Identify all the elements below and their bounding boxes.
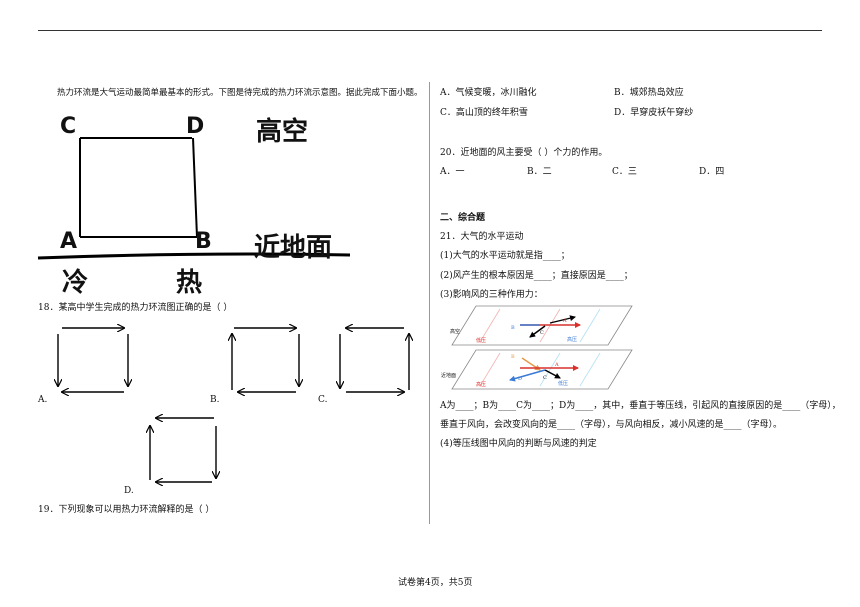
upper-label-c: C [540, 330, 544, 336]
lower-high-pressure: 高压 [476, 382, 487, 388]
page-footer: 试卷第4页，共5页 [398, 578, 473, 588]
label-b: B [195, 229, 212, 254]
label-hot: 热 [176, 268, 203, 298]
q18-option-d: D. [124, 486, 134, 496]
label-d: D [186, 114, 205, 139]
lower-plane-label: 近地面 [441, 373, 457, 379]
q19-stem: 19．下列现象可以用热力环流解释的是（ ） [38, 505, 215, 515]
q21-part1: (1)大气的水平运动就是指____； [440, 251, 570, 261]
upper-low-pressure: 低压 [476, 338, 487, 344]
q18-option-b: B. [210, 395, 220, 405]
q18-option-a: A. [38, 395, 48, 405]
q20-option-c: C．三 [612, 167, 637, 177]
upper-label-a: A [563, 318, 567, 324]
label-a: A [60, 229, 78, 254]
q21-part4: (4)等压线图中风向的判断与风速的判定 [440, 439, 597, 449]
intro-text: 热力环流是大气运动最简单最基本的形式。下图是待完成的热力环流示意图。据此完成下面… [57, 88, 423, 98]
q20-option-d: D．四 [699, 167, 725, 177]
lower-low-pressure: 低压 [558, 381, 569, 387]
column-divider [429, 82, 430, 524]
label-near-ground: 近地面 [254, 233, 333, 263]
upper-plane-label: 高空 [450, 329, 461, 335]
header-rule [38, 30, 822, 31]
lower-label-c: C [543, 375, 547, 381]
q21-stem: 21．大气的水平运动 [440, 232, 524, 242]
q19-option-c: C．高山顶的终年积雪 [440, 108, 528, 118]
q18-option-c: C. [318, 395, 328, 405]
lower-label-b: B [511, 354, 515, 360]
q20-option-b: B．二 [527, 167, 552, 177]
q21-part3: (3)影响风的三种作用力： [440, 290, 543, 300]
q21-part3-line2: 垂直于风向，会改变风向的是____（字母），与风向相反，减小风速的是____（字… [440, 420, 783, 430]
label-high-altitude: 高空 [256, 117, 309, 147]
upper-high-pressure: 高压 [567, 337, 578, 343]
label-cold: 冷 [62, 268, 89, 298]
q21-part2: (2)风产生的根本原因是____；直接原因是____； [440, 271, 633, 281]
q21-part3-line1: A为____；B为____C为____；D为____，其中，垂直于等压线，引起风… [440, 401, 841, 411]
section2-heading: 二、综合题 [440, 213, 486, 223]
q19-option-b: B．城郊热岛效应 [614, 88, 684, 98]
q18-stem: 18．某高中学生完成的热力环流图正确的是（ ） [38, 303, 233, 313]
q20-stem: 20．近地面的风主要受（ ）个力的作用。 [440, 148, 608, 158]
q19-option-a: A．气候变暖，冰川融化 [440, 88, 537, 98]
q19-option-d: D．早穿皮袄午穿纱 [614, 108, 694, 118]
lower-label-d: D [518, 376, 523, 382]
lower-label-a: A [555, 362, 559, 368]
q20-option-a: A．一 [440, 167, 465, 177]
label-c: C [60, 114, 77, 139]
upper-label-b: B [511, 325, 515, 331]
